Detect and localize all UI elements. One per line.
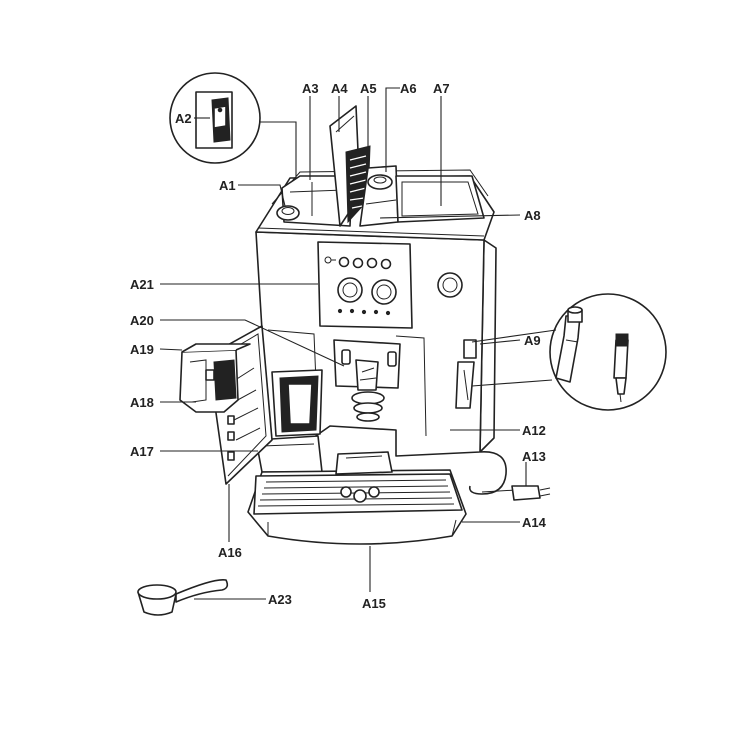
nozzle-detail-callout: [471, 293, 667, 411]
steam-knob[interactable]: [437, 272, 463, 298]
label-a5: A5: [360, 81, 377, 96]
measuring-scoop: [137, 578, 229, 616]
leader-a8: [379, 214, 521, 219]
part-labels: A1 A2 A3 A4 A5 A6 A7 A8 A9 A12 A13 A14 A…: [130, 81, 547, 611]
label-a7: A7: [433, 81, 450, 96]
leader-a19: [159, 348, 183, 351]
label-a19: A19: [130, 342, 154, 357]
label-a9: A9: [524, 333, 541, 348]
power-cable: [468, 451, 517, 495]
button-2[interactable]: [352, 257, 364, 269]
label-a20: A20: [130, 313, 154, 328]
cup-tray: [395, 175, 485, 223]
button-3[interactable]: [366, 257, 378, 269]
coffee-quantity-knob[interactable]: [371, 279, 397, 305]
label-a1: A1: [219, 178, 236, 193]
leader-a6: [385, 87, 400, 172]
label-a12: A12: [522, 423, 546, 438]
main-switch[interactable]: [276, 205, 300, 221]
leader-a9: [479, 339, 521, 345]
control-panel: [317, 241, 413, 329]
button-1[interactable]: [338, 256, 350, 268]
label-a4: A4: [331, 81, 348, 96]
steam-icon: [324, 256, 336, 264]
coffee-strength-knob[interactable]: [337, 277, 363, 303]
label-a23: A23: [268, 592, 292, 607]
label-a18: A18: [130, 395, 154, 410]
label-a16: A16: [218, 545, 242, 560]
steam-nozzle[interactable]: [455, 339, 477, 409]
nozzle-tube: [555, 306, 583, 383]
label-a21: A21: [130, 277, 154, 292]
button-4[interactable]: [380, 258, 392, 270]
power-plug: [511, 485, 551, 501]
nozzle-pin: [613, 333, 629, 403]
drip-tray[interactable]: [247, 451, 467, 545]
leader-a20: [160, 319, 345, 367]
coffee-spout[interactable]: [333, 339, 401, 422]
label-a6: A6: [400, 81, 417, 96]
indicator-lights: [337, 308, 391, 316]
infuser[interactable]: [179, 343, 251, 413]
label-a13: A13: [522, 449, 546, 464]
label-a15: A15: [362, 596, 386, 611]
leader-a1: [238, 184, 286, 207]
switch-detail-callout: [169, 72, 297, 176]
label-a14: A14: [522, 515, 547, 530]
label-a17: A17: [130, 444, 154, 459]
label-a3: A3: [302, 81, 319, 96]
label-a2: A2: [175, 111, 192, 126]
drip-tray-grid: [257, 479, 455, 507]
leader-lines: [159, 87, 527, 600]
label-a8: A8: [524, 208, 541, 223]
